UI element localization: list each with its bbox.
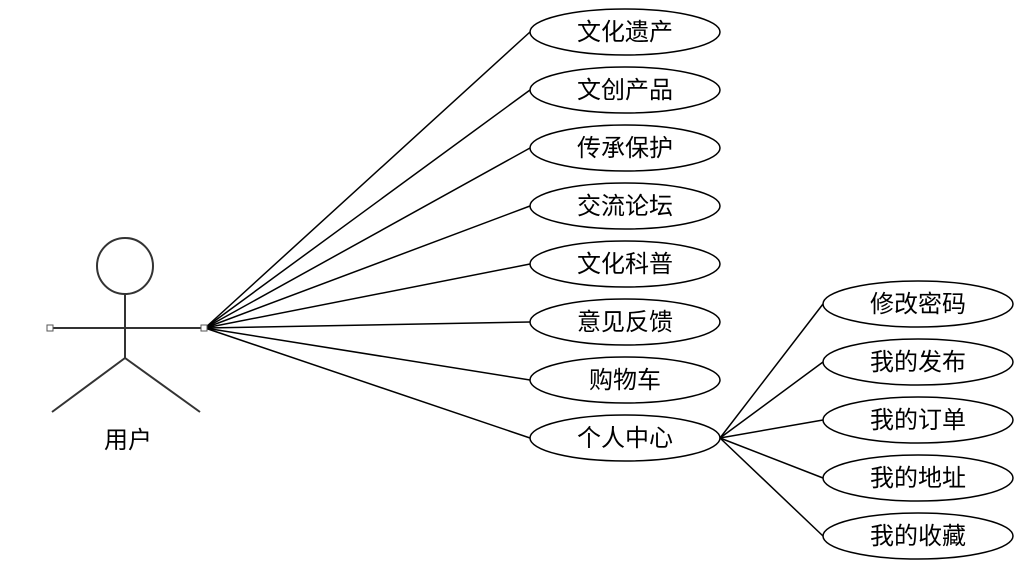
sub-use-case-label: 我的收藏 [870,522,966,550]
actor-right-handle [200,324,208,332]
association-line-my-addresses [719,437,824,479]
association-line-science [204,263,531,329]
use-case-cart[interactable]: 购物车 [529,356,721,404]
use-case-label: 文创产品 [577,76,673,104]
use-case-label: 文化遗产 [577,18,673,46]
sub-use-case-change-password[interactable]: 修改密码 [822,280,1014,328]
sub-use-case-ellipse [822,512,1014,560]
sub-use-case-ellipse [822,338,1014,386]
association-line-heritage [204,31,531,329]
sub-use-case-ellipse [822,280,1014,328]
use-case-creative-products[interactable]: 文创产品 [529,66,721,114]
sub-use-case-my-posts[interactable]: 我的发布 [822,338,1014,386]
association-line-my-orders [719,419,824,439]
association-line-my-posts [719,361,824,439]
use-case-ellipse [529,182,721,230]
use-case-label: 购物车 [589,366,661,394]
actor-left-leg [51,357,126,413]
use-case-label: 意见反馈 [577,308,673,336]
use-case-ellipse [529,356,721,404]
use-case-forum[interactable]: 交流论坛 [529,182,721,230]
sub-use-case-label: 我的订单 [870,406,966,434]
association-line-my-favorites [719,437,824,537]
association-line-creative-products [204,89,531,329]
association-line-cart [204,327,531,381]
use-case-ellipse [529,66,721,114]
use-case-heritage[interactable]: 文化遗产 [529,8,721,56]
use-case-science[interactable]: 文化科普 [529,240,721,288]
sub-use-case-label: 我的地址 [870,464,966,492]
sub-use-case-my-orders[interactable]: 我的订单 [822,396,1014,444]
sub-use-case-my-addresses[interactable]: 我的地址 [822,454,1014,502]
association-line-forum [204,205,531,329]
use-case-ellipse [529,8,721,56]
use-case-feedback[interactable]: 意见反馈 [529,298,721,346]
sub-use-case-label: 我的发布 [870,348,966,376]
use-case-ellipse [529,298,721,346]
use-case-personal-center[interactable]: 个人中心 [529,414,721,462]
actor-user: 用户 [46,237,208,454]
sub-use-case-label: 修改密码 [870,290,966,318]
use-case-label: 交流论坛 [577,192,673,220]
use-case-label: 传承保护 [577,134,673,162]
use-case-ellipse [529,240,721,288]
actor-left-handle [46,324,54,332]
use-case-label: 文化科普 [577,250,673,278]
use-case-ellipse [529,414,721,462]
association-line-inheritance-protection [204,147,531,329]
use-case-inheritance-protection[interactable]: 传承保护 [529,124,721,172]
sub-use-case-my-favorites[interactable]: 我的收藏 [822,512,1014,560]
sub-use-case-ellipse [822,454,1014,502]
association-line-personal-center [204,327,531,439]
use-case-label: 个人中心 [577,424,673,452]
sub-use-case-ellipse [822,396,1014,444]
association-lines [204,31,824,537]
actor-right-leg [124,357,201,413]
actor-head [96,237,154,295]
use-case-ellipse [529,124,721,172]
association-line-change-password [719,303,824,439]
actor-label: 用户 [104,426,152,454]
association-line-feedback [204,321,531,329]
